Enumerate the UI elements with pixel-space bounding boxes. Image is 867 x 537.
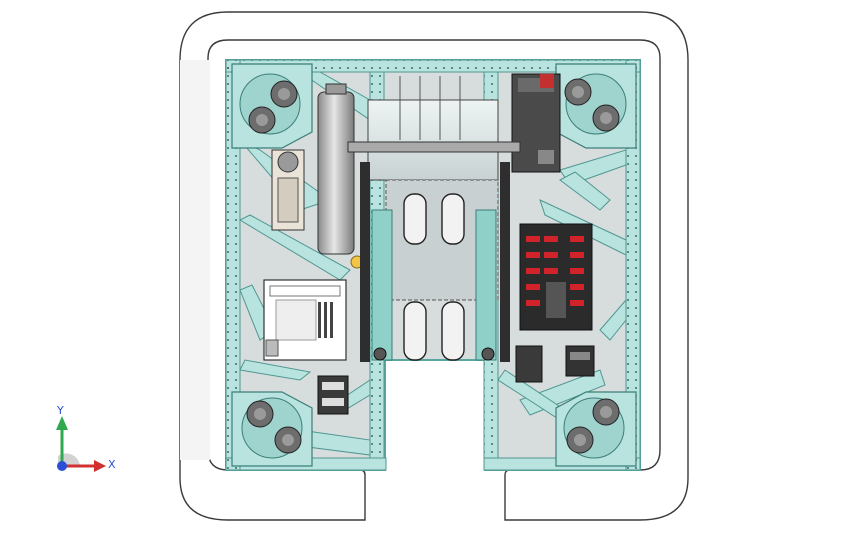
drive-module-rear-right bbox=[555, 391, 637, 467]
drive-module-front-left bbox=[231, 63, 313, 149]
drive-module-rear-left bbox=[231, 391, 313, 467]
pneumatic-tank bbox=[317, 83, 364, 269]
intake-mechanism bbox=[347, 76, 521, 362]
power-distribution-panel bbox=[519, 223, 593, 331]
bumper-frame bbox=[179, 11, 689, 521]
y-axis-label: Y bbox=[57, 404, 64, 417]
motor-controller-left bbox=[271, 149, 305, 231]
terminal-block bbox=[317, 375, 349, 415]
pocketing-right bbox=[497, 149, 627, 453]
controller-board bbox=[263, 279, 347, 361]
drive-module-front-right bbox=[555, 63, 637, 149]
bumper-left-shade bbox=[180, 60, 210, 460]
coordinate-triad[interactable]: Y X bbox=[44, 404, 124, 478]
battery bbox=[511, 73, 561, 173]
x-axis-label: X bbox=[108, 458, 116, 471]
module-right bbox=[515, 345, 595, 383]
axis-arrows bbox=[56, 416, 106, 472]
